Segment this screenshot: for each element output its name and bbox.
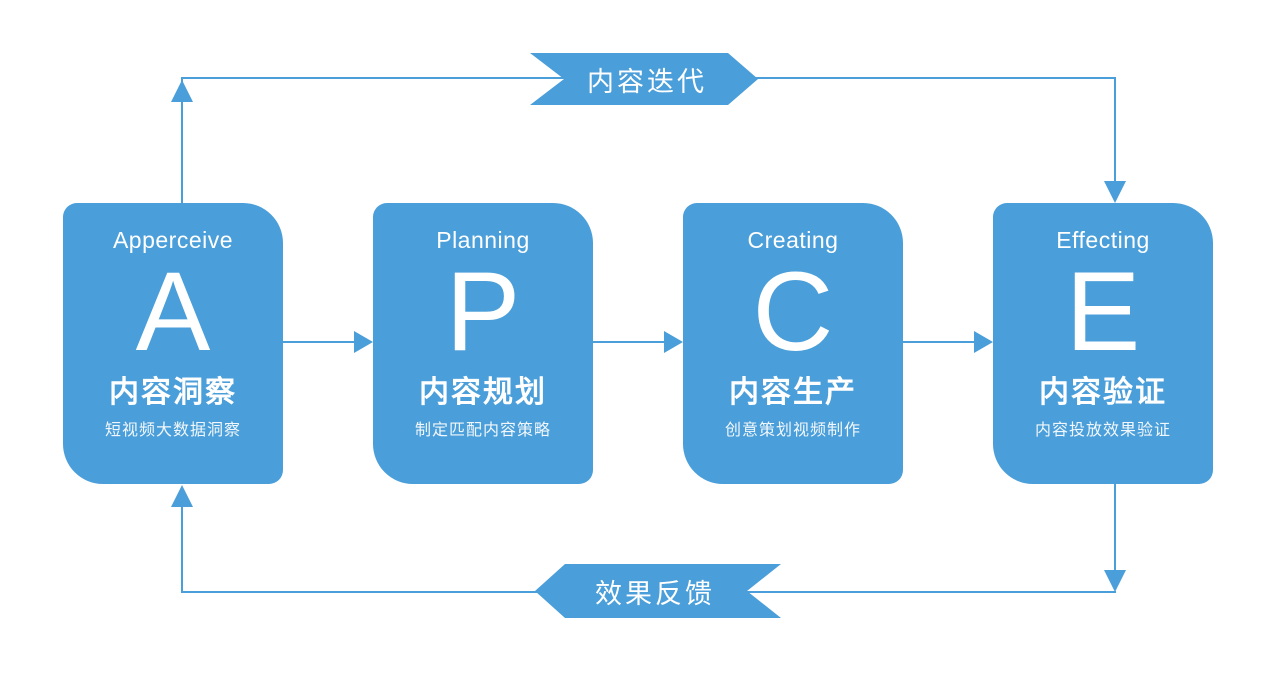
stage-title: 内容洞察: [109, 376, 237, 409]
stage-en-label: Apperceive: [112, 227, 234, 253]
stage-letter: E: [1065, 249, 1141, 374]
stage-card-planning: Planning P 内容规划 制定匹配内容策略: [373, 203, 593, 484]
arrow-c-to-e-line: [903, 341, 975, 343]
arrow-p-to-c-line: [593, 341, 665, 343]
effect-feedback-banner: 效果反馈: [535, 564, 781, 618]
stage-letter: C: [752, 249, 834, 374]
stage-card-creating: Creating C 内容生产 创意策划视频制作: [683, 203, 903, 484]
stage-en-label: Creating: [747, 227, 839, 253]
arrowhead-right-icon: [664, 331, 683, 353]
arrowhead-right-icon: [354, 331, 373, 353]
arrowhead-down-icon: [1104, 181, 1126, 203]
stage-title: 内容验证: [1039, 376, 1167, 409]
stage-title: 内容生产: [729, 376, 857, 409]
arrow-a-to-p-line: [283, 341, 355, 343]
arrowhead-up-icon: [171, 80, 193, 102]
stage-letter: A: [135, 249, 211, 374]
stage-subtitle: 创意策划视频制作: [724, 422, 861, 439]
stage-subtitle: 内容投放效果验证: [1034, 422, 1171, 439]
arrowhead-down-icon: [1104, 570, 1126, 592]
top-loop-left-line: [181, 78, 183, 203]
stage-card-effecting: Effecting E 内容验证 内容投放效果验证: [993, 203, 1213, 484]
stage-letter: P: [445, 249, 521, 374]
bottom-loop-right-line: [1114, 484, 1116, 572]
top-loop-right-line: [1114, 78, 1116, 182]
stage-en-label: Effecting: [1056, 227, 1150, 253]
stage-subtitle: 短视频大数据洞察: [104, 422, 241, 439]
stage-title: 内容规划: [419, 376, 547, 409]
arrowhead-right-icon: [974, 331, 993, 353]
stage-card-apperceive: Apperceive A 内容洞察 短视频大数据洞察: [63, 203, 283, 484]
stage-en-label: Planning: [436, 227, 530, 253]
effect-feedback-label: 效果反馈: [595, 578, 715, 609]
bottom-loop-left-line: [181, 505, 183, 592]
content-iteration-banner: 内容迭代: [530, 53, 758, 105]
stage-subtitle: 制定匹配内容策略: [414, 422, 551, 439]
arrowhead-up-icon: [171, 485, 193, 507]
content-iteration-label: 内容迭代: [587, 66, 707, 97]
